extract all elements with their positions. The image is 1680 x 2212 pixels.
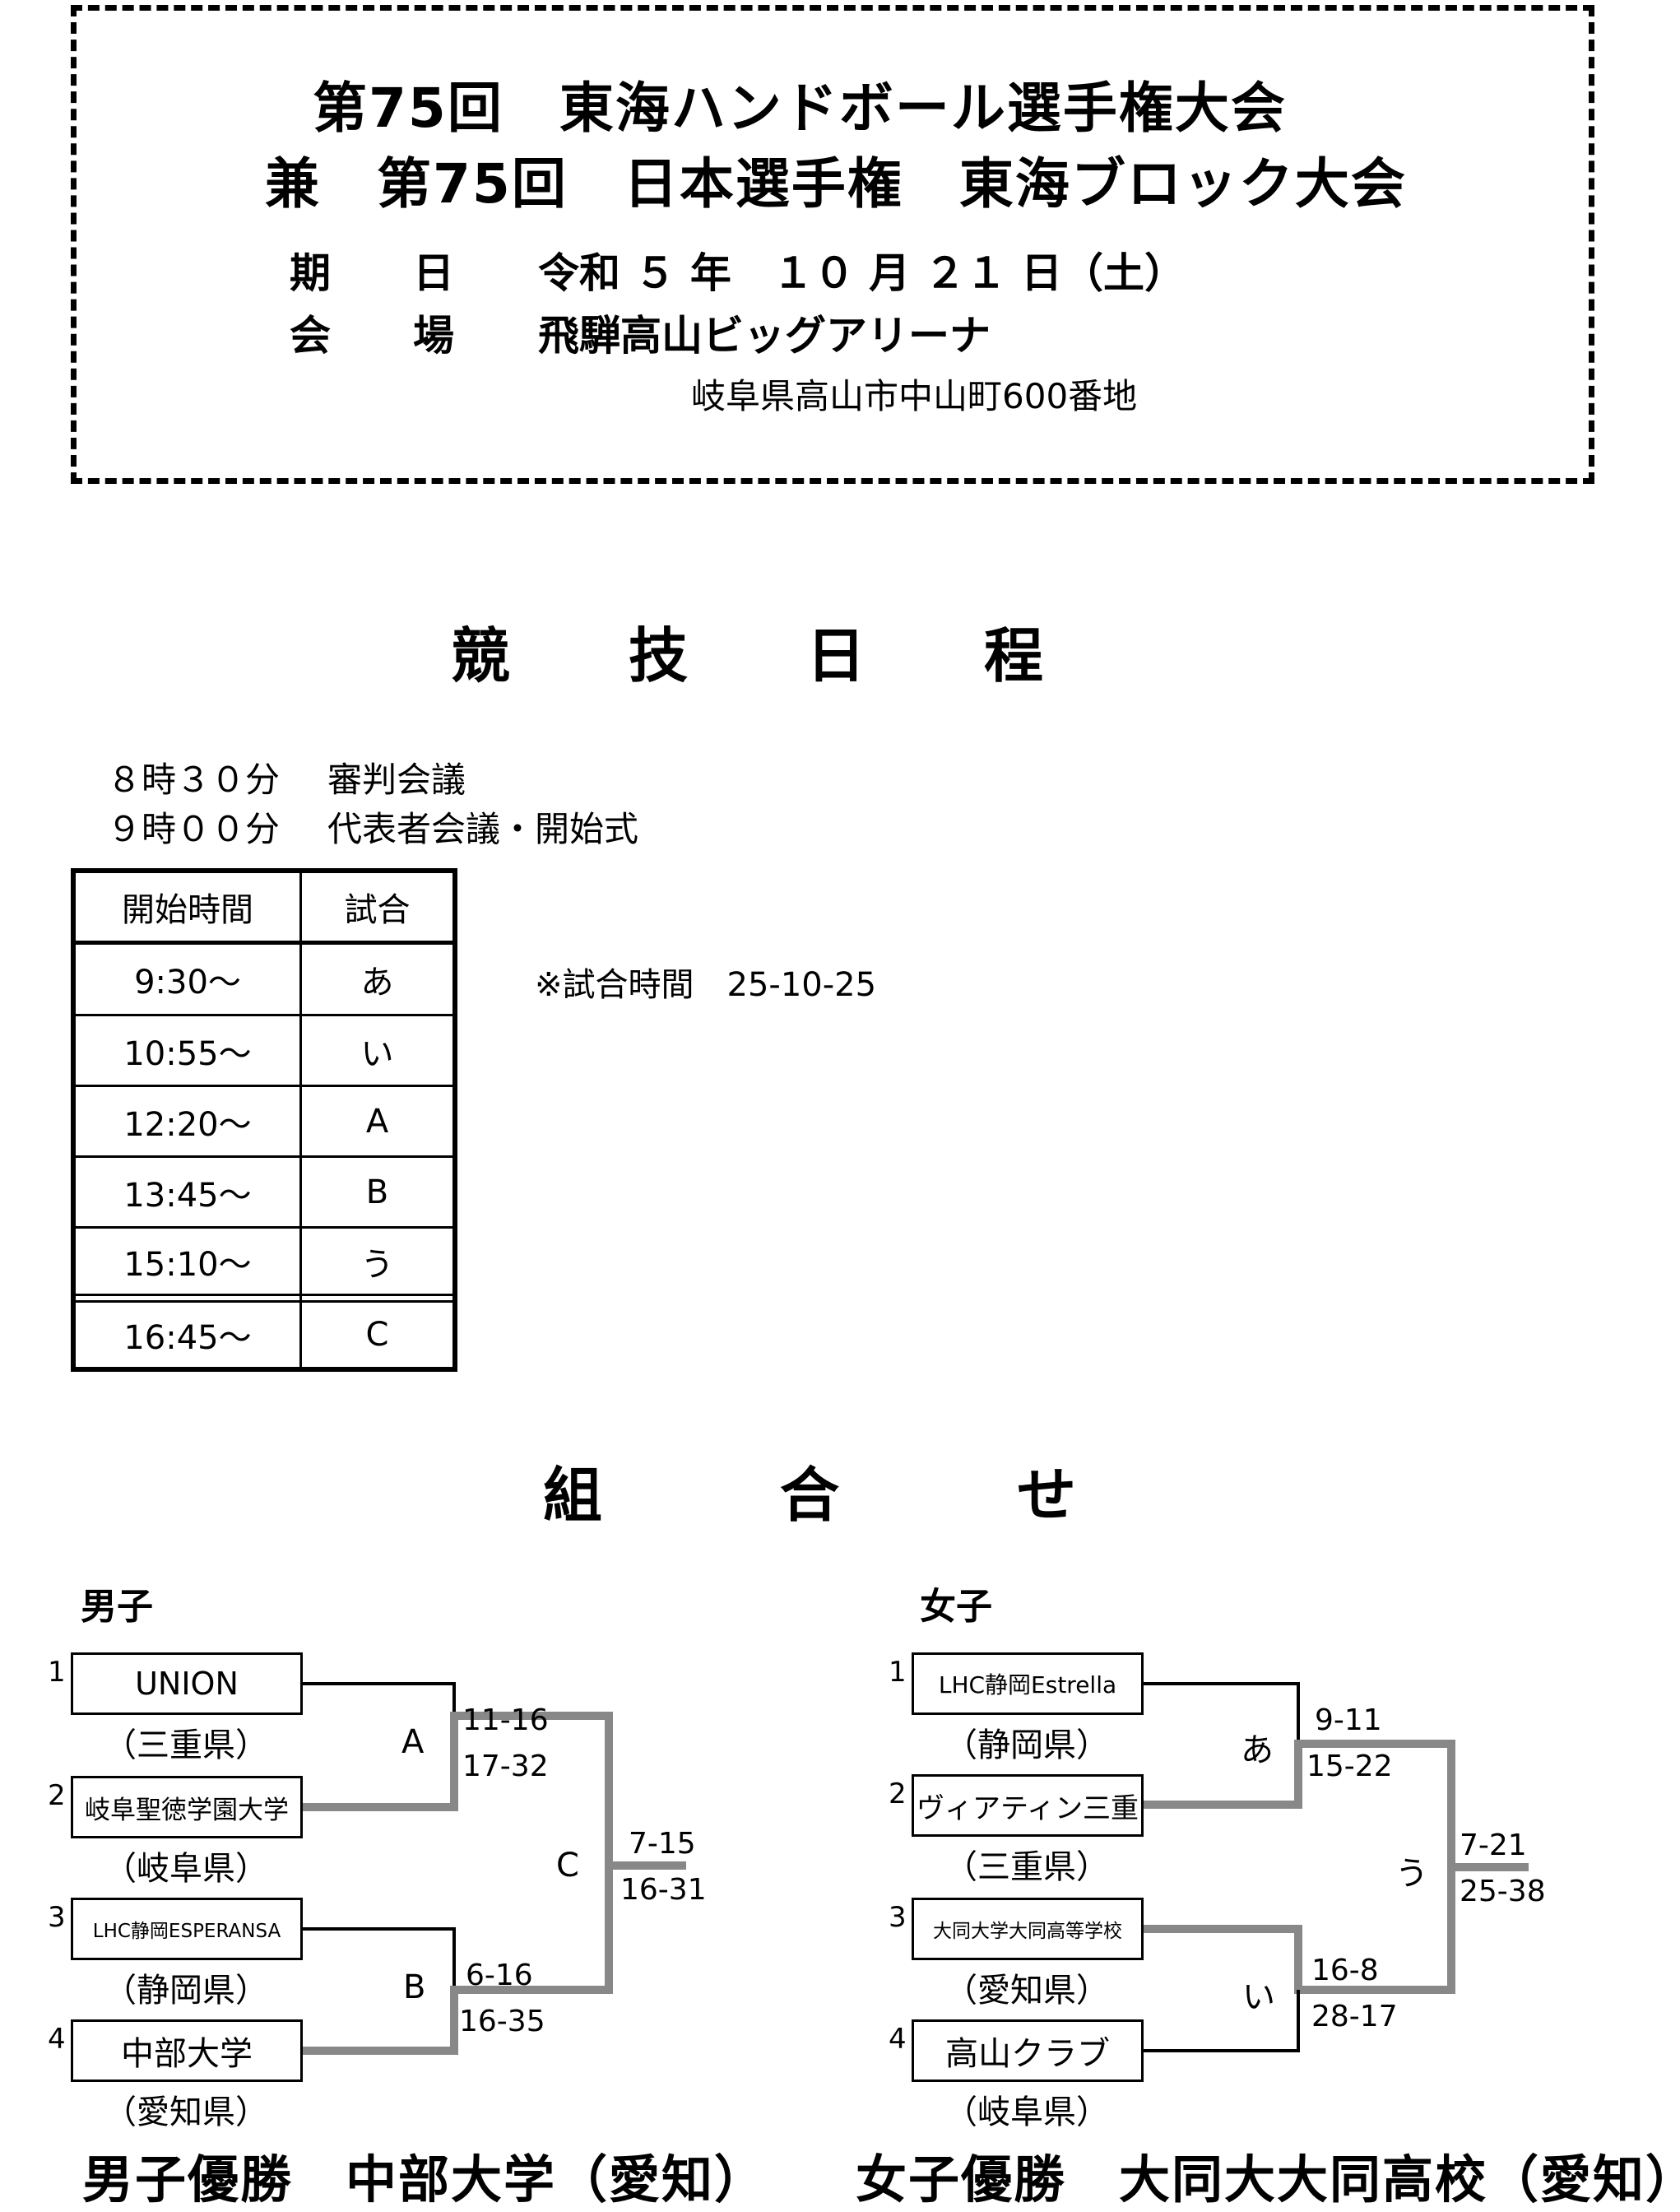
men-match-a-score-2: 17-32 bbox=[462, 1750, 549, 1783]
men-match-a-score-1: 11-16 bbox=[462, 1703, 549, 1737]
men-match-c-label: C bbox=[556, 1847, 579, 1884]
men-team-3: LHC静岡ESPERANSA bbox=[71, 1898, 303, 1960]
venue-value: 飛騨高山ビッグアリーナ bbox=[538, 312, 991, 360]
men-winner: 男子優勝 中部大学（愛知） bbox=[82, 2149, 768, 2210]
event-name-2: 代表者会議・開始式 bbox=[327, 809, 639, 849]
men-pref-3: （静岡県） bbox=[104, 1972, 268, 2010]
men-match-b-score-1: 6-16 bbox=[466, 1959, 533, 1992]
men-seed-4: 4 bbox=[48, 2023, 66, 2056]
women-seed-2: 2 bbox=[889, 1778, 907, 1810]
schedule-table: 開始時間 試合 9:30〜 あ 10:55〜 い 12:20〜 A 13:45〜… bbox=[71, 868, 457, 1372]
men-match-a-label: A bbox=[401, 1723, 425, 1761]
table-header-time: 開始時間 bbox=[122, 891, 253, 929]
date-label: 期 日 bbox=[290, 249, 454, 297]
bracket-heading: 組 合 せ bbox=[543, 1461, 1077, 1530]
women-seed-3: 3 bbox=[889, 1901, 907, 1934]
men-pref-4: （愛知県） bbox=[104, 2094, 268, 2131]
men-label: 男子 bbox=[81, 1586, 153, 1628]
date-value: 令和 ５ 年 １０ 月 ２１ 日（土） bbox=[538, 249, 1186, 297]
men-match-c-score-2: 16-31 bbox=[620, 1873, 707, 1907]
women-pref-4: （岐阜県） bbox=[944, 2094, 1109, 2131]
event-time-1: ８時３０分 bbox=[107, 760, 281, 800]
men-seed-3: 3 bbox=[48, 1901, 66, 1934]
table-row-match: B bbox=[365, 1173, 389, 1211]
table-row-time: 15:10〜 bbox=[123, 1245, 252, 1284]
table-row-match: い bbox=[360, 1034, 394, 1073]
table-row-time: 16:45〜 bbox=[123, 1319, 252, 1357]
men-seed-2: 2 bbox=[48, 1779, 66, 1812]
header-box bbox=[71, 5, 1594, 484]
women-match-a-score-2: 15-22 bbox=[1306, 1750, 1393, 1783]
event-time-2: ９時００分 bbox=[107, 809, 281, 849]
match-time-note: ※試合時間 25-10-25 bbox=[535, 966, 877, 1004]
table-row-match: あ bbox=[360, 964, 394, 1001]
men-team-1: UNION bbox=[71, 1652, 303, 1715]
women-match-a-score-1: 9-11 bbox=[1315, 1703, 1382, 1737]
men-team-2: 岐阜聖徳学園大学 bbox=[71, 1776, 303, 1838]
women-pref-3: （愛知県） bbox=[944, 1972, 1109, 2010]
women-pref-2: （三重県） bbox=[944, 1848, 1109, 1886]
men-team-4: 中部大学 bbox=[71, 2019, 303, 2082]
women-pref-1: （静岡県） bbox=[944, 1726, 1109, 1764]
table-row-match: A bbox=[365, 1102, 389, 1141]
women-match-c-score-1: 7-21 bbox=[1460, 1829, 1527, 1862]
venue-address: 岐阜県高山市中山町600番地 bbox=[691, 376, 1138, 416]
event-name-1: 審判会議 bbox=[327, 760, 466, 800]
women-seed-4: 4 bbox=[889, 2023, 907, 2056]
women-label: 女子 bbox=[920, 1586, 992, 1628]
women-match-c-score-2: 25-38 bbox=[1460, 1875, 1546, 1908]
men-match-b-label: B bbox=[403, 1968, 426, 2006]
women-team-4: 高山クラブ bbox=[912, 2019, 1144, 2082]
venue-label: 会 場 bbox=[290, 312, 454, 360]
table-row-match: C bbox=[365, 1316, 389, 1354]
women-match-b-score-2: 28-17 bbox=[1311, 2000, 1398, 2033]
women-team-1: LHC静岡Estrella bbox=[912, 1652, 1144, 1715]
table-row-time: 9:30〜 bbox=[134, 964, 241, 1001]
table-row-time: 13:45〜 bbox=[123, 1176, 252, 1215]
table-row-time: 10:55〜 bbox=[123, 1034, 252, 1073]
table-row-time: 12:20〜 bbox=[123, 1105, 252, 1144]
title-line-2: 兼 第75回 日本選手権 東海ブロック大会 bbox=[265, 152, 1407, 216]
women-match-c-label: う bbox=[1395, 1855, 1428, 1893]
table-header-match: 試合 bbox=[344, 891, 411, 929]
women-match-a-label: あ bbox=[1241, 1731, 1274, 1769]
title-line-1: 第75回 東海ハンドボール選手権大会 bbox=[313, 77, 1287, 140]
women-winner: 女子優勝 大同大大同高校（愛知） bbox=[856, 2149, 1680, 2210]
women-match-b-score-1: 16-8 bbox=[1311, 1954, 1379, 1987]
schedule-heading: 競 技 日 程 bbox=[451, 621, 1044, 690]
men-match-b-score-2: 16-35 bbox=[459, 2005, 545, 2038]
women-match-b-label: い bbox=[1242, 1978, 1275, 2016]
women-seed-1: 1 bbox=[889, 1656, 907, 1689]
women-team-3: 大同大学大同高等学校 bbox=[912, 1898, 1144, 1960]
men-pref-1: （三重県） bbox=[104, 1726, 268, 1764]
table-row-match: う bbox=[360, 1245, 394, 1284]
men-seed-1: 1 bbox=[48, 1656, 66, 1689]
women-team-2: ヴィアティン三重 bbox=[912, 1774, 1144, 1837]
men-pref-2: （岐阜県） bbox=[104, 1850, 268, 1888]
men-match-c-score-1: 7-15 bbox=[629, 1827, 696, 1861]
